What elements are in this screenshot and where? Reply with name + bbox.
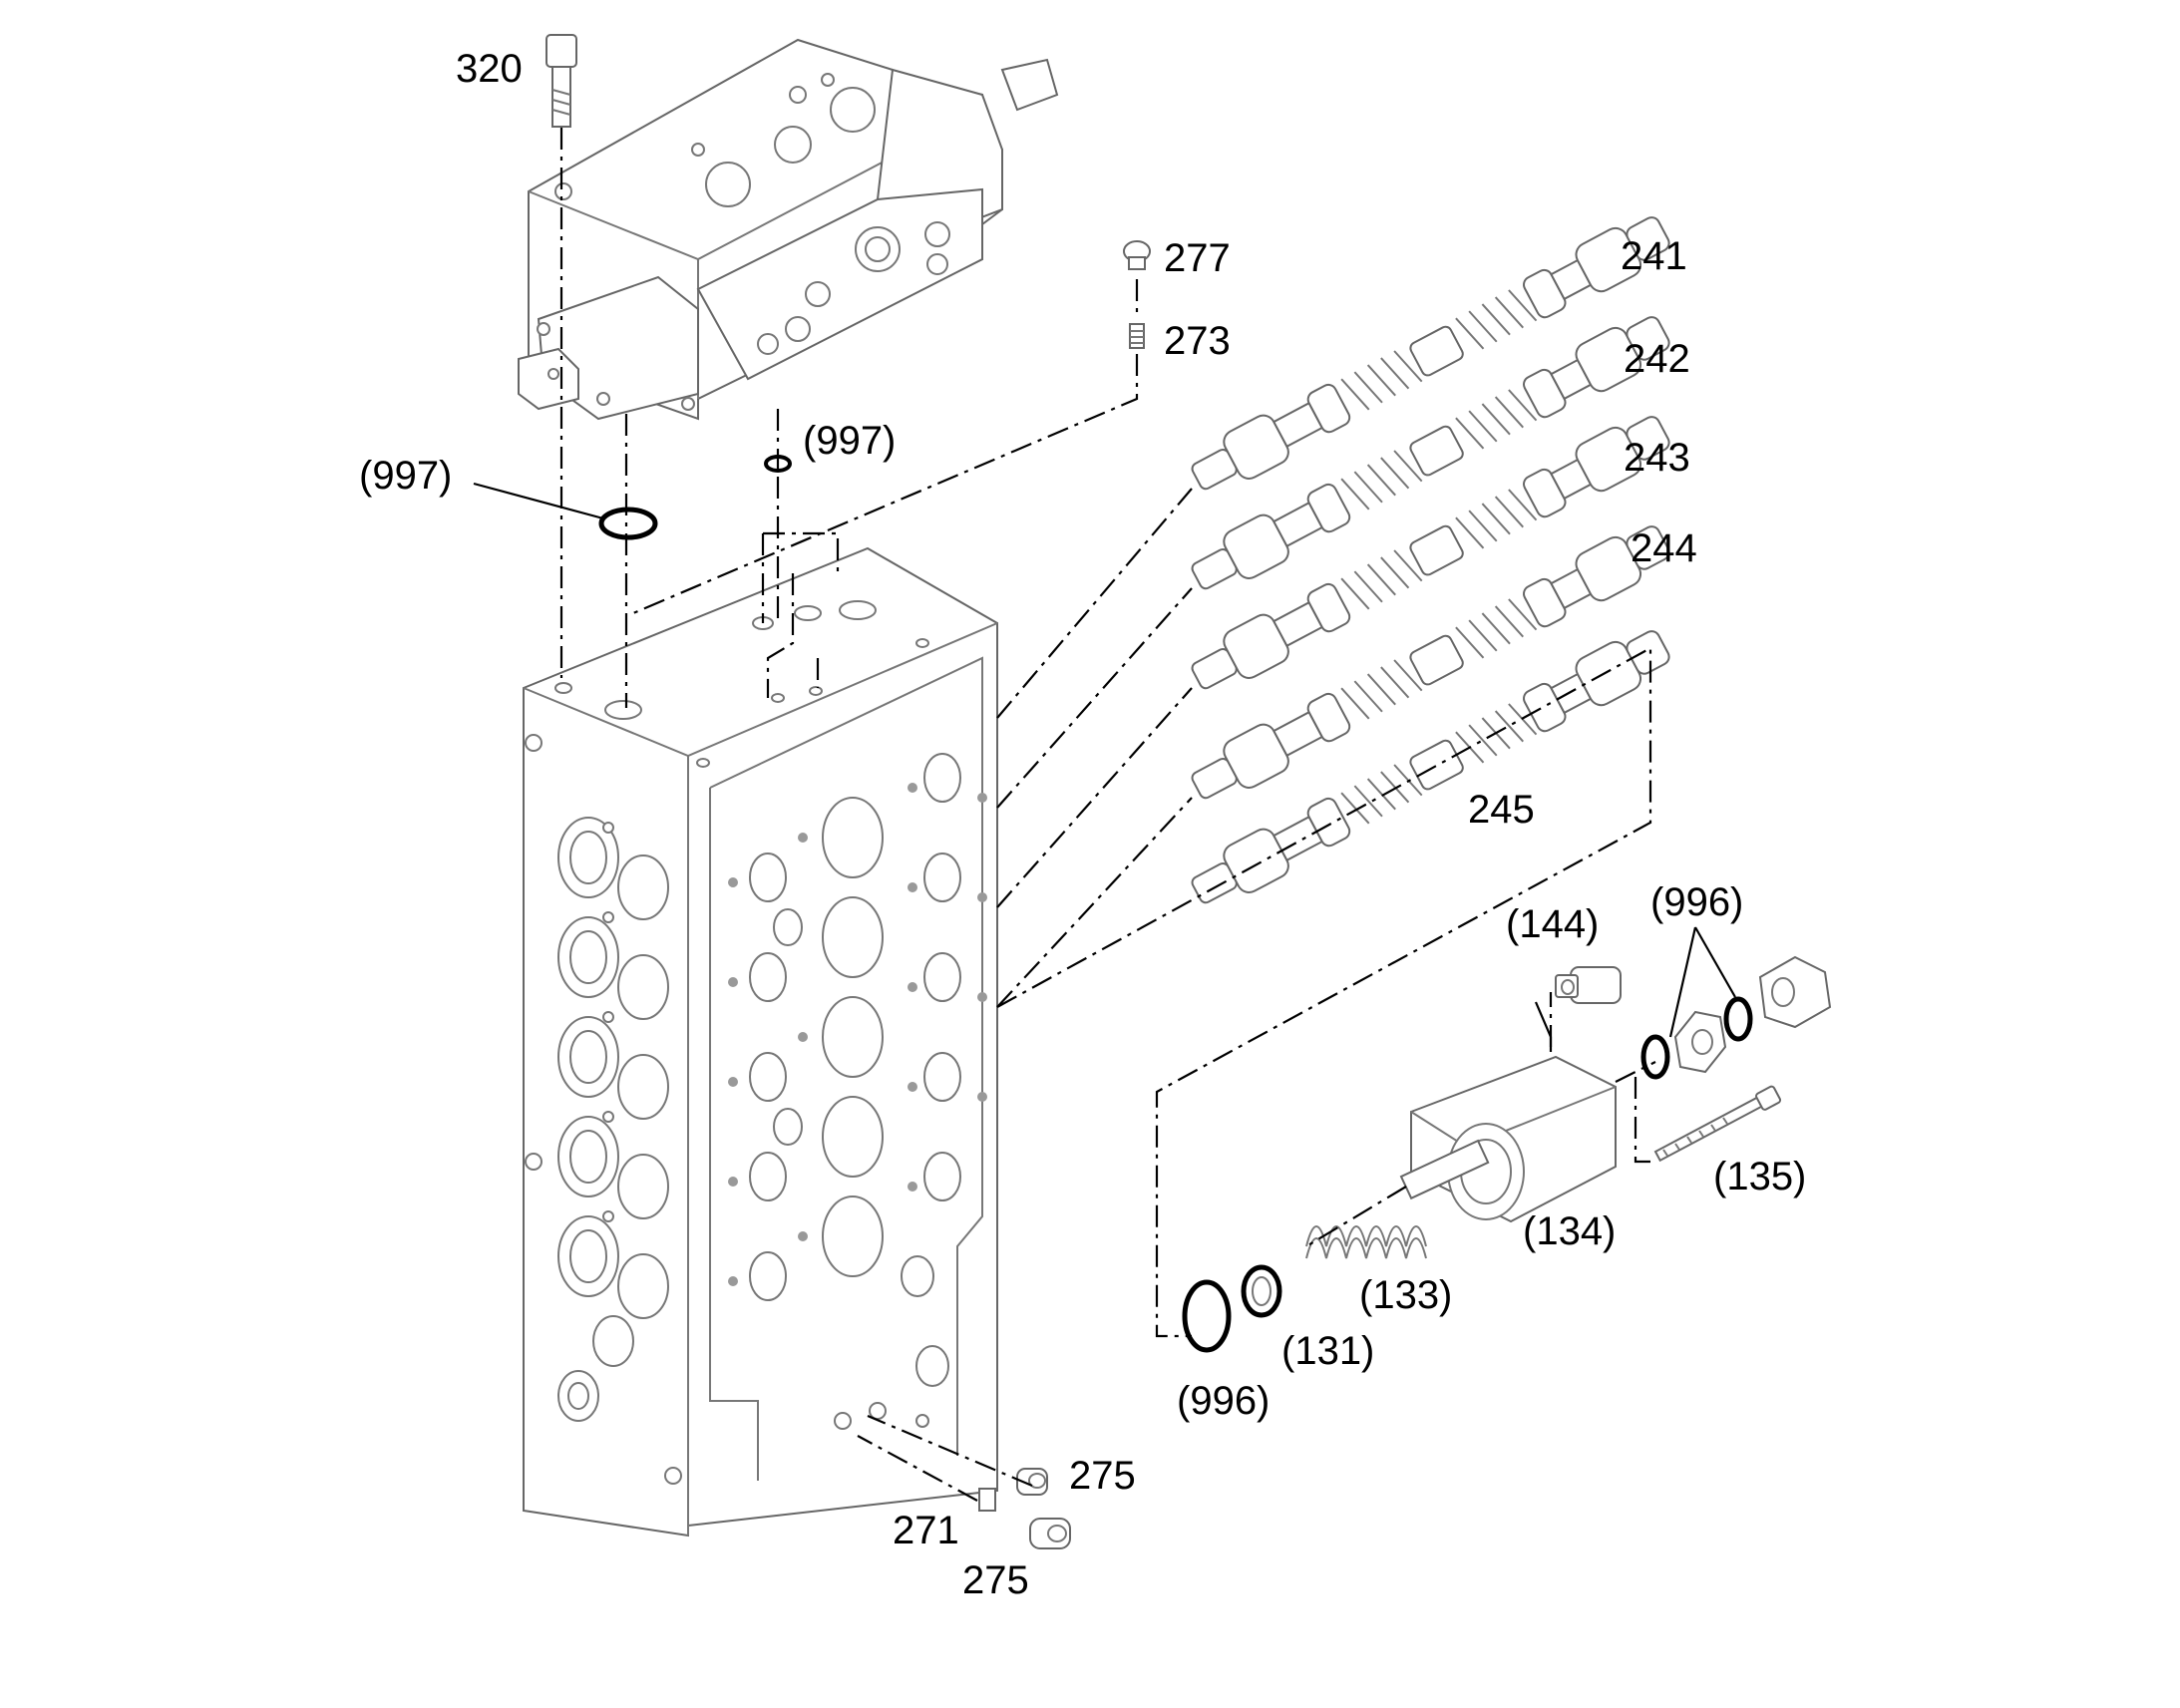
spool-assemblies	[1191, 216, 1670, 904]
spool-244	[1191, 525, 1670, 800]
part-labels: 320 277 273 241 242 243 244 245 (997) (9…	[359, 47, 1806, 1602]
label-997-left: (997)	[359, 454, 452, 498]
leader-lines	[473, 482, 1736, 1052]
label-243: 243	[1624, 436, 1690, 480]
label-320: 320	[456, 47, 523, 91]
spring-133	[1305, 1225, 1427, 1259]
plug-275-lower	[1029, 1518, 1071, 1549]
label-244: 244	[1631, 526, 1697, 570]
label-275-lower: 275	[962, 1558, 1029, 1602]
plug-277	[1123, 240, 1151, 270]
block-front-ports	[728, 753, 987, 1430]
label-277: 277	[1164, 236, 1231, 280]
orifice-273	[1129, 323, 1145, 349]
label-135: (135)	[1713, 1155, 1806, 1198]
label-271: 271	[893, 1509, 959, 1552]
screw-135	[1653, 1085, 1782, 1163]
spool-243	[1191, 416, 1670, 690]
cap-nut	[1758, 955, 1832, 1029]
top-valve-housing	[518, 38, 1059, 421]
spool-242	[1191, 316, 1670, 590]
label-996-bottom: (996)	[1177, 1379, 1270, 1423]
seat-131	[1241, 1264, 1282, 1318]
label-996-top: (996)	[1650, 880, 1743, 924]
label-275-upper: 275	[1069, 1454, 1136, 1498]
ring-996-right-b	[1723, 996, 1753, 1042]
label-241: 241	[1621, 234, 1687, 278]
label-242: 242	[1624, 337, 1690, 381]
label-131: (131)	[1281, 1329, 1374, 1373]
label-133: (133)	[1359, 1273, 1452, 1317]
spool-241	[1191, 216, 1670, 491]
main-valve-block	[523, 546, 998, 1537]
ring-996-left	[1182, 1279, 1232, 1353]
label-273: 273	[1164, 319, 1231, 363]
ring-996-right-a	[1640, 1034, 1670, 1080]
block-left-ports	[525, 734, 682, 1485]
orifice-271	[978, 1488, 996, 1512]
label-134: (134)	[1523, 1209, 1616, 1253]
pilot-assembly	[1182, 955, 1832, 1353]
label-997-right: (997)	[803, 419, 896, 463]
bolt-320	[545, 34, 577, 128]
plug-275-upper	[1016, 1468, 1048, 1496]
label-245: 245	[1468, 788, 1535, 832]
o-ring-997-left	[598, 507, 658, 540]
label-144: (144)	[1506, 902, 1599, 946]
nut	[1673, 1010, 1727, 1074]
plug-144	[1555, 966, 1622, 1004]
